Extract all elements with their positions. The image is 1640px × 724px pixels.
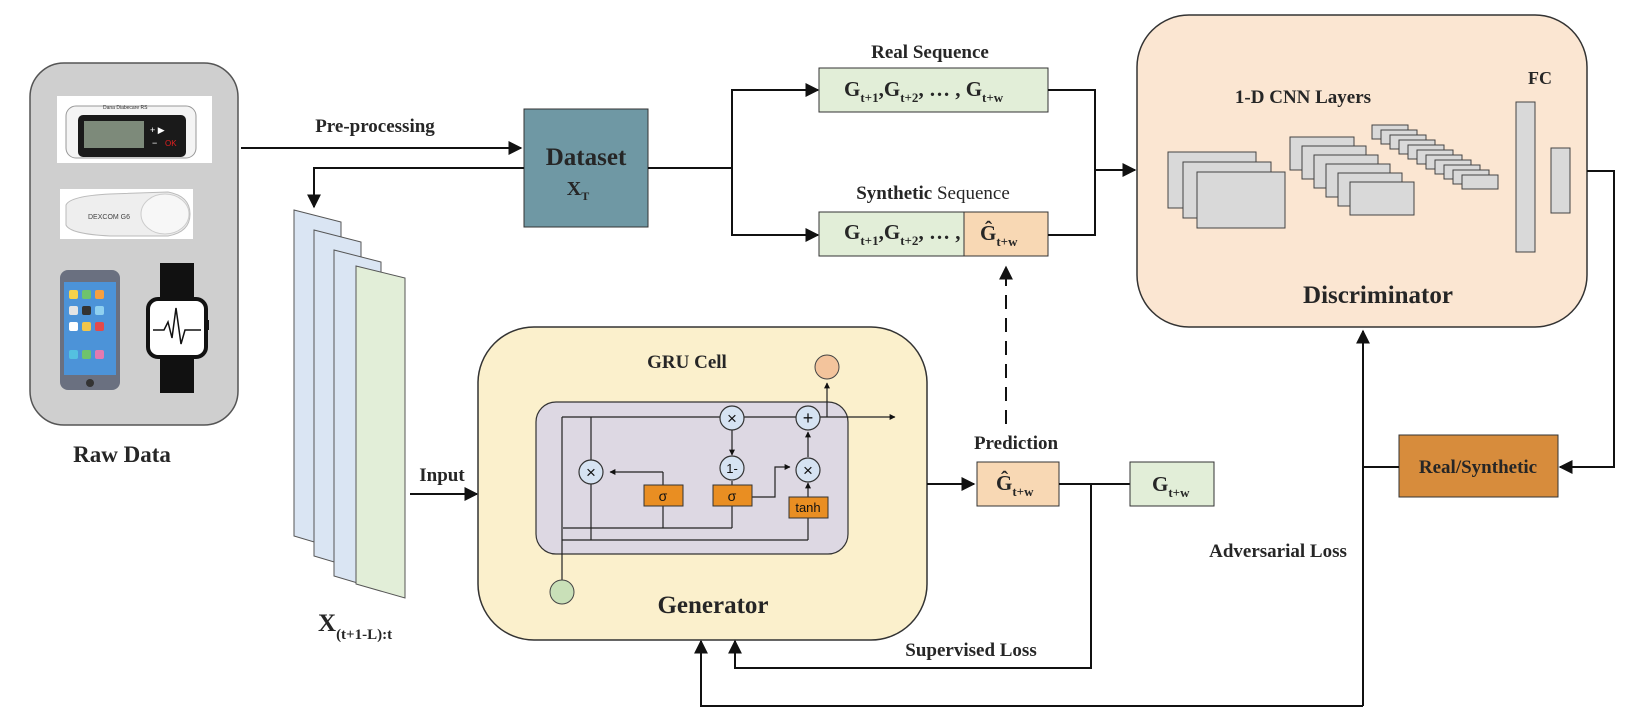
prediction-text: Ĝt+w xyxy=(996,470,1034,499)
dataset-subtitle: XT xyxy=(567,178,589,203)
reset-multiply-op: × xyxy=(586,463,596,482)
raw-data-panel: + ▶ − OK Dana Diabecare RS DEXCOM G6 xyxy=(29,62,239,426)
dataset-title: Dataset xyxy=(546,144,627,171)
adversarial-loss-label: Adversarial Loss xyxy=(1209,541,1347,562)
svg-text:−: − xyxy=(152,138,157,148)
svg-text:OK: OK xyxy=(165,139,177,148)
update-sigma: σ xyxy=(728,488,737,504)
real-sequence-box xyxy=(818,67,1049,113)
supervised-loss-label: Supervised Loss xyxy=(905,640,1036,661)
real-sequence-text: Gt+1,Gt+2, … , Gt+w xyxy=(844,77,1004,105)
target-box xyxy=(1129,461,1215,507)
adversarial-to-generator-arrow xyxy=(694,639,1363,707)
synthetic-sequence-text: Gt+1,Gt+2, … , xyxy=(844,220,960,248)
one-minus-op: 1- xyxy=(726,461,738,476)
input-sequence-stack xyxy=(293,209,406,599)
svg-text:+ ▶: + ▶ xyxy=(150,125,165,135)
discriminator-output-arrow xyxy=(1558,170,1615,474)
real-synthetic-label: Real/Synthetic xyxy=(1419,457,1537,478)
tanh-box xyxy=(788,496,829,519)
fc-label: FC xyxy=(1528,68,1552,88)
prediction-box xyxy=(976,461,1060,507)
real-sequence-label: Real Sequence xyxy=(871,42,989,63)
dataset-branch-arrows xyxy=(648,83,820,242)
tanh-label: tanh xyxy=(795,500,820,515)
synthetic-prediction-text: Ĝt+w xyxy=(980,220,1018,249)
svg-text:DEXCOM G6: DEXCOM G6 xyxy=(88,214,130,221)
prediction-label: Prediction xyxy=(974,433,1059,454)
sequences-to-discriminator-arrows xyxy=(1048,89,1137,236)
smartwatch-icon xyxy=(146,263,209,393)
hidden-state-input-circle xyxy=(549,579,575,605)
gru-cell: × × 1- + × σ σ tanh xyxy=(535,382,896,580)
hidden-state-output-circle xyxy=(814,354,840,380)
reset-gate-box xyxy=(643,484,684,507)
real-synthetic-box xyxy=(1398,434,1559,498)
discriminator-title: Discriminator xyxy=(1303,282,1453,309)
candidate-multiply-op: × xyxy=(803,461,813,480)
generator-title: Generator xyxy=(657,592,768,619)
raw-data-label: Raw Data xyxy=(73,442,171,467)
smartphone-icon xyxy=(60,270,120,390)
fc-layer-1 xyxy=(1515,101,1536,253)
input-label: Input xyxy=(419,465,465,486)
dataset-box xyxy=(523,108,649,228)
update-multiply-op: × xyxy=(727,409,737,428)
cgm-sensor-icon: DEXCOM G6 xyxy=(60,189,193,239)
gru-cell-label: GRU Cell xyxy=(647,352,727,373)
update-gate-box xyxy=(712,484,753,507)
fc-layer-2 xyxy=(1550,147,1571,214)
synthetic-sequence-label: Synthetic Sequence xyxy=(856,183,1010,204)
reset-sigma: σ xyxy=(659,488,668,504)
dataset-to-input-arrow xyxy=(307,167,524,209)
cnn-layers-label: 1-D CNN Layers xyxy=(1235,87,1371,108)
svg-text:Dana Diabecare RS: Dana Diabecare RS xyxy=(103,105,148,111)
supervised-loss-arrow xyxy=(728,484,1092,669)
synthetic-prediction-cell xyxy=(963,211,1049,257)
plus-op: + xyxy=(803,408,814,428)
target-text: Gt+w xyxy=(1152,472,1190,500)
input-stack-label: X(t+1-L):t xyxy=(318,610,392,643)
cnn-layers-graphic xyxy=(1167,124,1499,229)
insulin-pump-icon: + ▶ − OK Dana Diabecare RS xyxy=(57,96,212,163)
preprocessing-label: Pre-processing xyxy=(315,116,435,137)
